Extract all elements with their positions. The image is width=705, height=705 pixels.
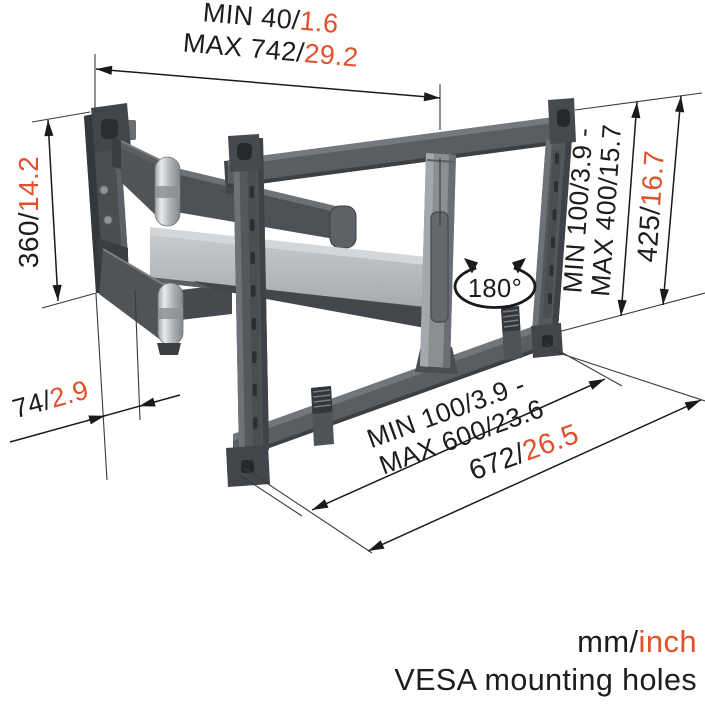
center-column: [415, 153, 458, 374]
right-vesa-rail: [531, 98, 576, 358]
dim-extension-range: MIN 40/1.6 MAX 742/29.2: [94, 0, 441, 226]
rotation-180-indicator: 180°: [453, 258, 537, 309]
dim-label-min-extension: MIN 40/1.6: [202, 0, 340, 39]
swivel-arrow-right-icon: [512, 258, 526, 274]
upper-arm: [120, 140, 181, 227]
mount-screw: [103, 215, 113, 225]
units-legend: mm/inch VESA mounting holes: [394, 624, 697, 697]
right-clip: [501, 306, 522, 360]
swivel-arrow-left-icon: [464, 258, 478, 274]
left-clip: [311, 386, 334, 446]
right-rail-slots: [548, 153, 559, 304]
dim-label-bracket-height: 425/16.7: [631, 149, 670, 263]
units-label: mm/inch: [577, 624, 697, 659]
vesa-caption: VESA mounting holes: [394, 663, 697, 697]
lower-arm: [99, 248, 184, 355]
top-crossbar: [224, 116, 561, 194]
dim-vesa-vertical: MIN 100/3.9 - MAX 400/15.7: [557, 92, 705, 333]
dim-label-wall-depth: 74/2.9: [9, 375, 92, 425]
dim-bracket-height: 425/16.7: [631, 95, 685, 306]
lower-arm-link: [180, 284, 232, 320]
swivel-angle-label: 180°: [468, 275, 522, 303]
wall-plate: [84, 103, 136, 293]
dim-mount-height: 360/14.2: [13, 111, 101, 309]
left-vesa-rail: [226, 134, 270, 487]
dim-label-mount-height: 360/14.2: [13, 156, 44, 268]
mount-screw: [99, 185, 109, 195]
